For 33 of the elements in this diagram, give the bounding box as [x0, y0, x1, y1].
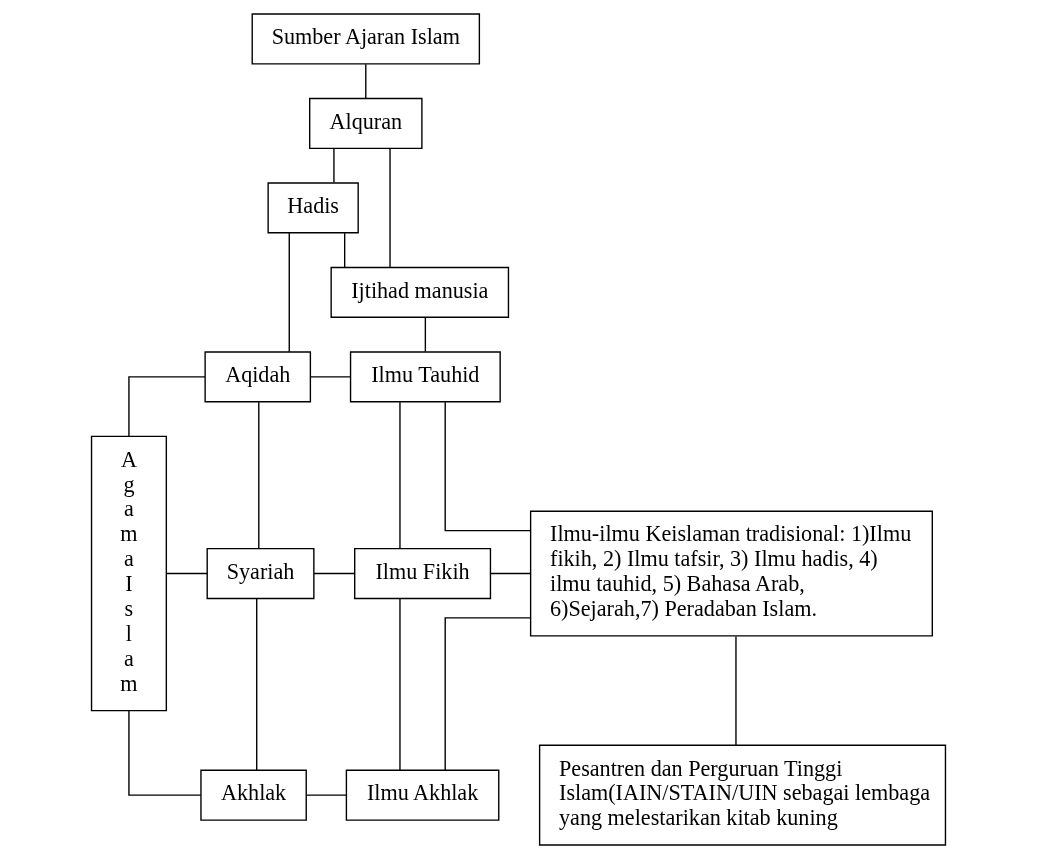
connector: [256, 597, 258, 771]
connector: [310, 376, 351, 378]
node-box: Ijtihad manusia: [330, 266, 510, 318]
node-box: Ilmu Akhlak: [345, 769, 500, 821]
connector: [424, 317, 427, 353]
node-box: Agama Islam: [90, 435, 168, 712]
connector: [305, 794, 347, 796]
node-box: Alquran: [309, 97, 423, 149]
connector: [365, 63, 367, 99]
node-box: Akhlak: [200, 769, 307, 821]
node-box: Ilmu-ilmu Keislaman tradisional: 1)Ilmu fikih, 2) Ilmu tafsir, 3) Ilmu hadis, 4) ilmu tauhid, 5) Bahasa Arab, 6)Sejarah,7) Peradaban Islam.: [529, 510, 933, 637]
node-box: Pesantren dan Perguruan Tinggi Islam(IAIN/STAIN/UIN sebagai lembaga yang melestarikan kitab kuning: [538, 744, 947, 846]
node-box: Hadis: [267, 182, 359, 234]
node-box: Aqidah: [204, 351, 312, 403]
connector: [313, 572, 356, 575]
connector: [343, 232, 346, 268]
connector: [288, 232, 290, 353]
connector: [128, 376, 206, 438]
connector: [333, 148, 335, 184]
connector: [165, 572, 208, 575]
connector: [735, 635, 737, 746]
connector: [444, 617, 531, 771]
node-box: Ilmu Tauhid: [349, 351, 501, 403]
connector: [399, 401, 401, 550]
connector: [444, 401, 531, 532]
node-box: Ilmu Fikih: [354, 547, 492, 600]
node-box: Sumber Ajaran Islam: [251, 13, 481, 65]
connector: [128, 710, 202, 796]
connector: [399, 597, 401, 771]
connector: [490, 572, 531, 575]
node-box: Syariah: [206, 547, 315, 600]
connector: [258, 401, 260, 550]
connector: [389, 147, 391, 269]
